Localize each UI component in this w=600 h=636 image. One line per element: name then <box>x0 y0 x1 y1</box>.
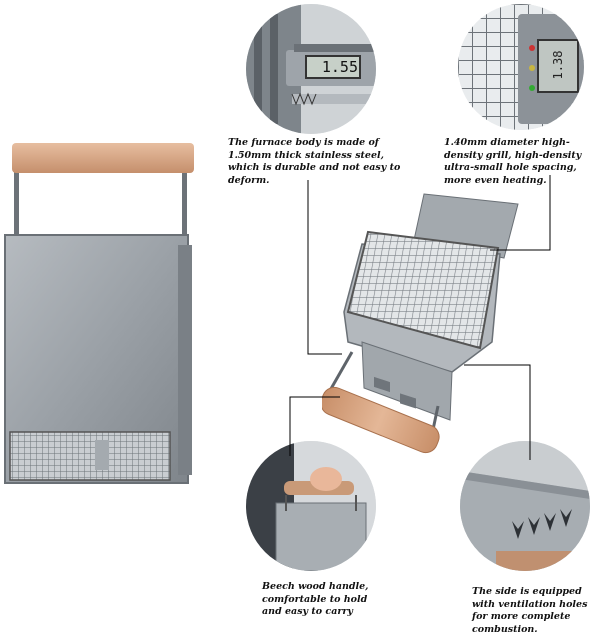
caliper-closeup: 1.55 <box>246 4 376 134</box>
caption-grill: 1.40mm diameter high-density grill, high… <box>444 137 582 186</box>
ventilation-holes-closeup <box>460 441 590 571</box>
handle-carry-closeup <box>246 441 376 571</box>
caliper-reading: 1.55 <box>321 58 358 76</box>
open-grill-product <box>322 192 522 467</box>
folded-grill-product <box>0 135 200 495</box>
grill-gauge-closeup: 1.38 <box>458 4 584 130</box>
caption-handle: Beech wood handle, comfortable to hold a… <box>262 581 369 617</box>
caption-vents: The side is equipped with ventilation ho… <box>472 586 588 635</box>
folded-grill-illustration <box>4 143 194 484</box>
beech-handle <box>12 143 194 173</box>
caption-furnace-body: The furnace body is made of 1.50mm thick… <box>228 137 401 186</box>
